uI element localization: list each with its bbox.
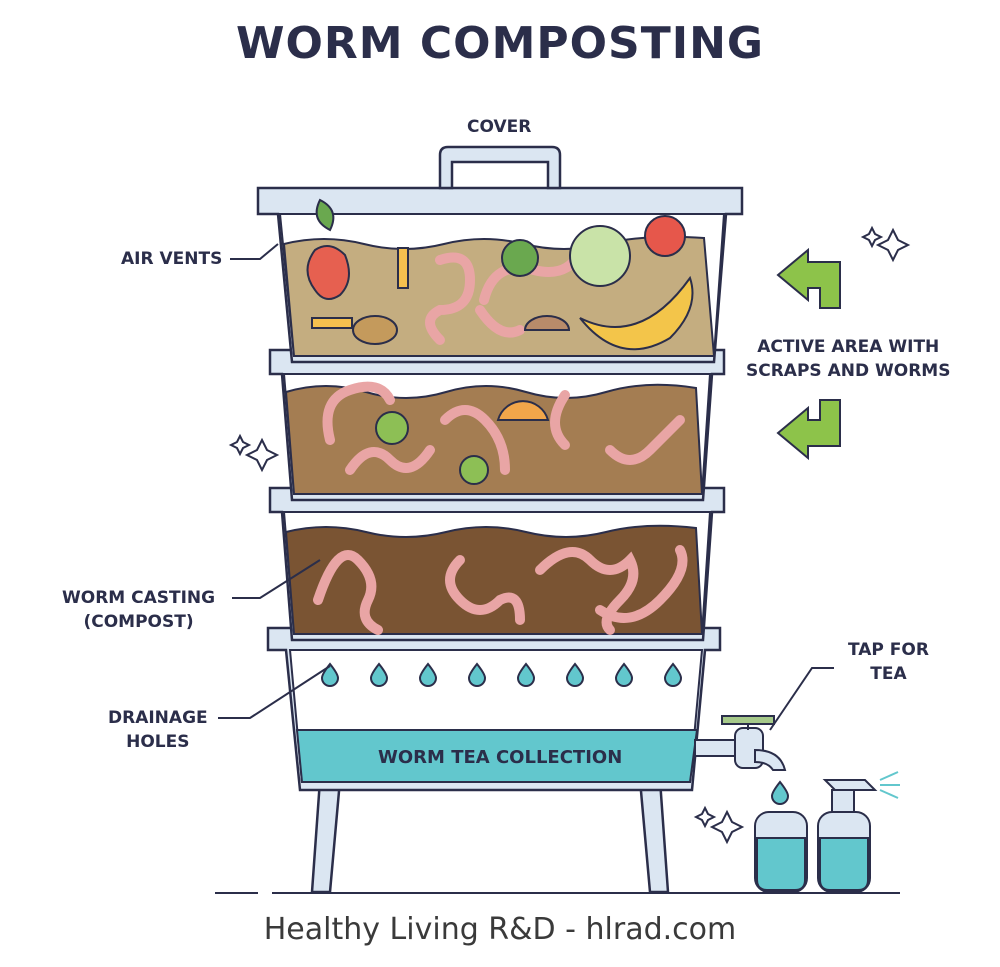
- label-cover: COVER: [467, 117, 532, 137]
- worm-icon: [445, 555, 525, 625]
- water-drop-icons: [320, 662, 683, 687]
- label-active-area: ACTIVE AREA WITH SCRAPS AND WORMS: [746, 335, 950, 383]
- water-drop-icon: [614, 662, 634, 687]
- leader-line-air-vents: [230, 243, 279, 260]
- curved-arrow-icon: [776, 247, 841, 309]
- worm-icon: [313, 550, 383, 635]
- compost-tray: [268, 486, 726, 642]
- label-worm-casting-line1: WORM CASTING: [62, 588, 216, 608]
- fry-scrap: [311, 317, 353, 329]
- leader-line-worm-casting: [232, 559, 321, 599]
- potato: [352, 315, 398, 345]
- label-tap-line1: TAP FOR: [848, 640, 929, 660]
- footer-credit: Healthy Living R&D - hlrad.com: [263, 912, 737, 947]
- worm-icon: [322, 381, 435, 475]
- lettuce-scrap: [459, 455, 489, 485]
- label-drainage-line1: DRAINAGE: [108, 708, 208, 728]
- apple-core: [306, 245, 350, 300]
- water-drop-icon: [565, 662, 585, 687]
- label-active-area-line2: SCRAPS AND WORMS: [746, 361, 951, 381]
- worm-icon: [605, 415, 685, 465]
- worm-icon: [535, 547, 639, 635]
- water-drop-icon: [369, 662, 389, 687]
- sparkle-icon: [693, 805, 745, 845]
- curved-arrow-icon: [776, 399, 841, 461]
- cover-handle: [438, 145, 562, 190]
- water-drop-icon: [770, 780, 790, 805]
- leader-line-drainage: [218, 665, 331, 719]
- label-air-vents: AIR VENTS: [121, 249, 223, 269]
- leaf-icon: [315, 198, 335, 232]
- lettuce-head: [569, 225, 631, 287]
- top-tray: [256, 186, 744, 364]
- label-worm-casting-line2: (COMPOST): [83, 612, 194, 632]
- worm-icon: [595, 545, 688, 623]
- spray-bottle-icon: [817, 771, 900, 893]
- water-drop-icon: [467, 662, 487, 687]
- worm-icon: [425, 252, 476, 345]
- worm-icon: [475, 305, 525, 338]
- leader-line-tap: [769, 667, 834, 731]
- bottle-icon: [754, 811, 808, 893]
- mushroom: [523, 315, 571, 331]
- worm-icon: [440, 405, 510, 475]
- water-drop-icon: [418, 662, 438, 687]
- label-tap-line2: TEA: [870, 664, 907, 684]
- page-title: WORM COMPOSTING: [235, 18, 765, 69]
- tomato-slice: [644, 215, 686, 257]
- banana-peel: [579, 275, 694, 351]
- label-worm-casting: WORM CASTING (COMPOST): [62, 586, 215, 634]
- bin-leg: [310, 778, 342, 894]
- sparkle-icon: [228, 433, 280, 473]
- lettuce-scrap: [375, 411, 409, 445]
- water-drop-icon: [516, 662, 536, 687]
- label-drainage-holes: DRAINAGE HOLES: [108, 706, 208, 754]
- middle-tray: [268, 348, 726, 502]
- worm-icon: [550, 390, 570, 450]
- broccoli: [501, 239, 539, 277]
- tap-icon: [694, 715, 787, 771]
- label-worm-tea-collection: WORM TEA COLLECTION: [378, 747, 623, 768]
- bin-leg: [638, 778, 670, 894]
- label-tap-for-tea: TAP FOR TEA: [848, 638, 929, 686]
- label-drainage-line2: HOLES: [126, 732, 190, 752]
- label-active-area-line1: ACTIVE AREA WITH: [757, 337, 940, 357]
- orange-slice: [496, 400, 550, 421]
- fry-scrap: [397, 247, 409, 289]
- sparkle-icon: [860, 225, 911, 263]
- water-drop-icon: [663, 662, 683, 687]
